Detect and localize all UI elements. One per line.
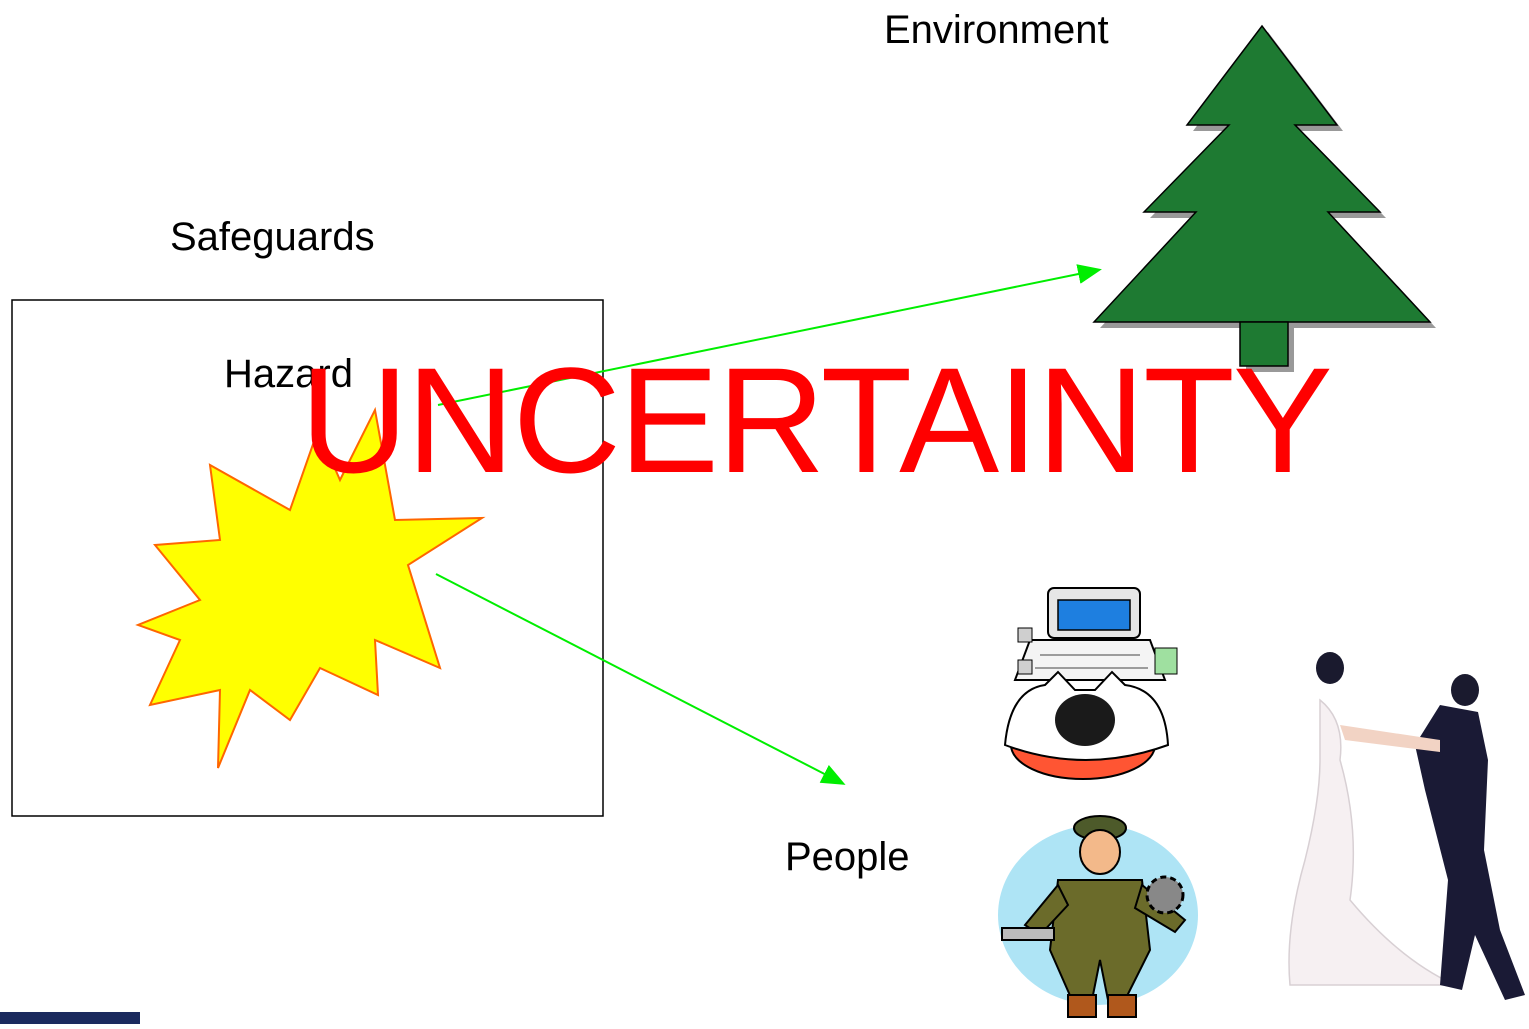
logo-corner-mark (0, 1012, 140, 1024)
people-label: People (785, 835, 910, 879)
computer-worker-icon (1003, 587, 1178, 780)
hazard-label: Hazard (224, 352, 353, 396)
environment-label: Environment (884, 8, 1109, 52)
mechanic-icon (998, 815, 1198, 1018)
arrow-to-people (435, 573, 846, 785)
tree-icon (1092, 24, 1436, 372)
explosion-icon (135, 406, 486, 769)
arrow-to-environment (437, 264, 1102, 406)
dancing-couple-icon (1288, 652, 1525, 1000)
safeguards-label: Safeguards (170, 215, 375, 259)
safeguards-box (11, 299, 604, 817)
uncertainty-label: UNCERTAINTY (300, 336, 1333, 504)
